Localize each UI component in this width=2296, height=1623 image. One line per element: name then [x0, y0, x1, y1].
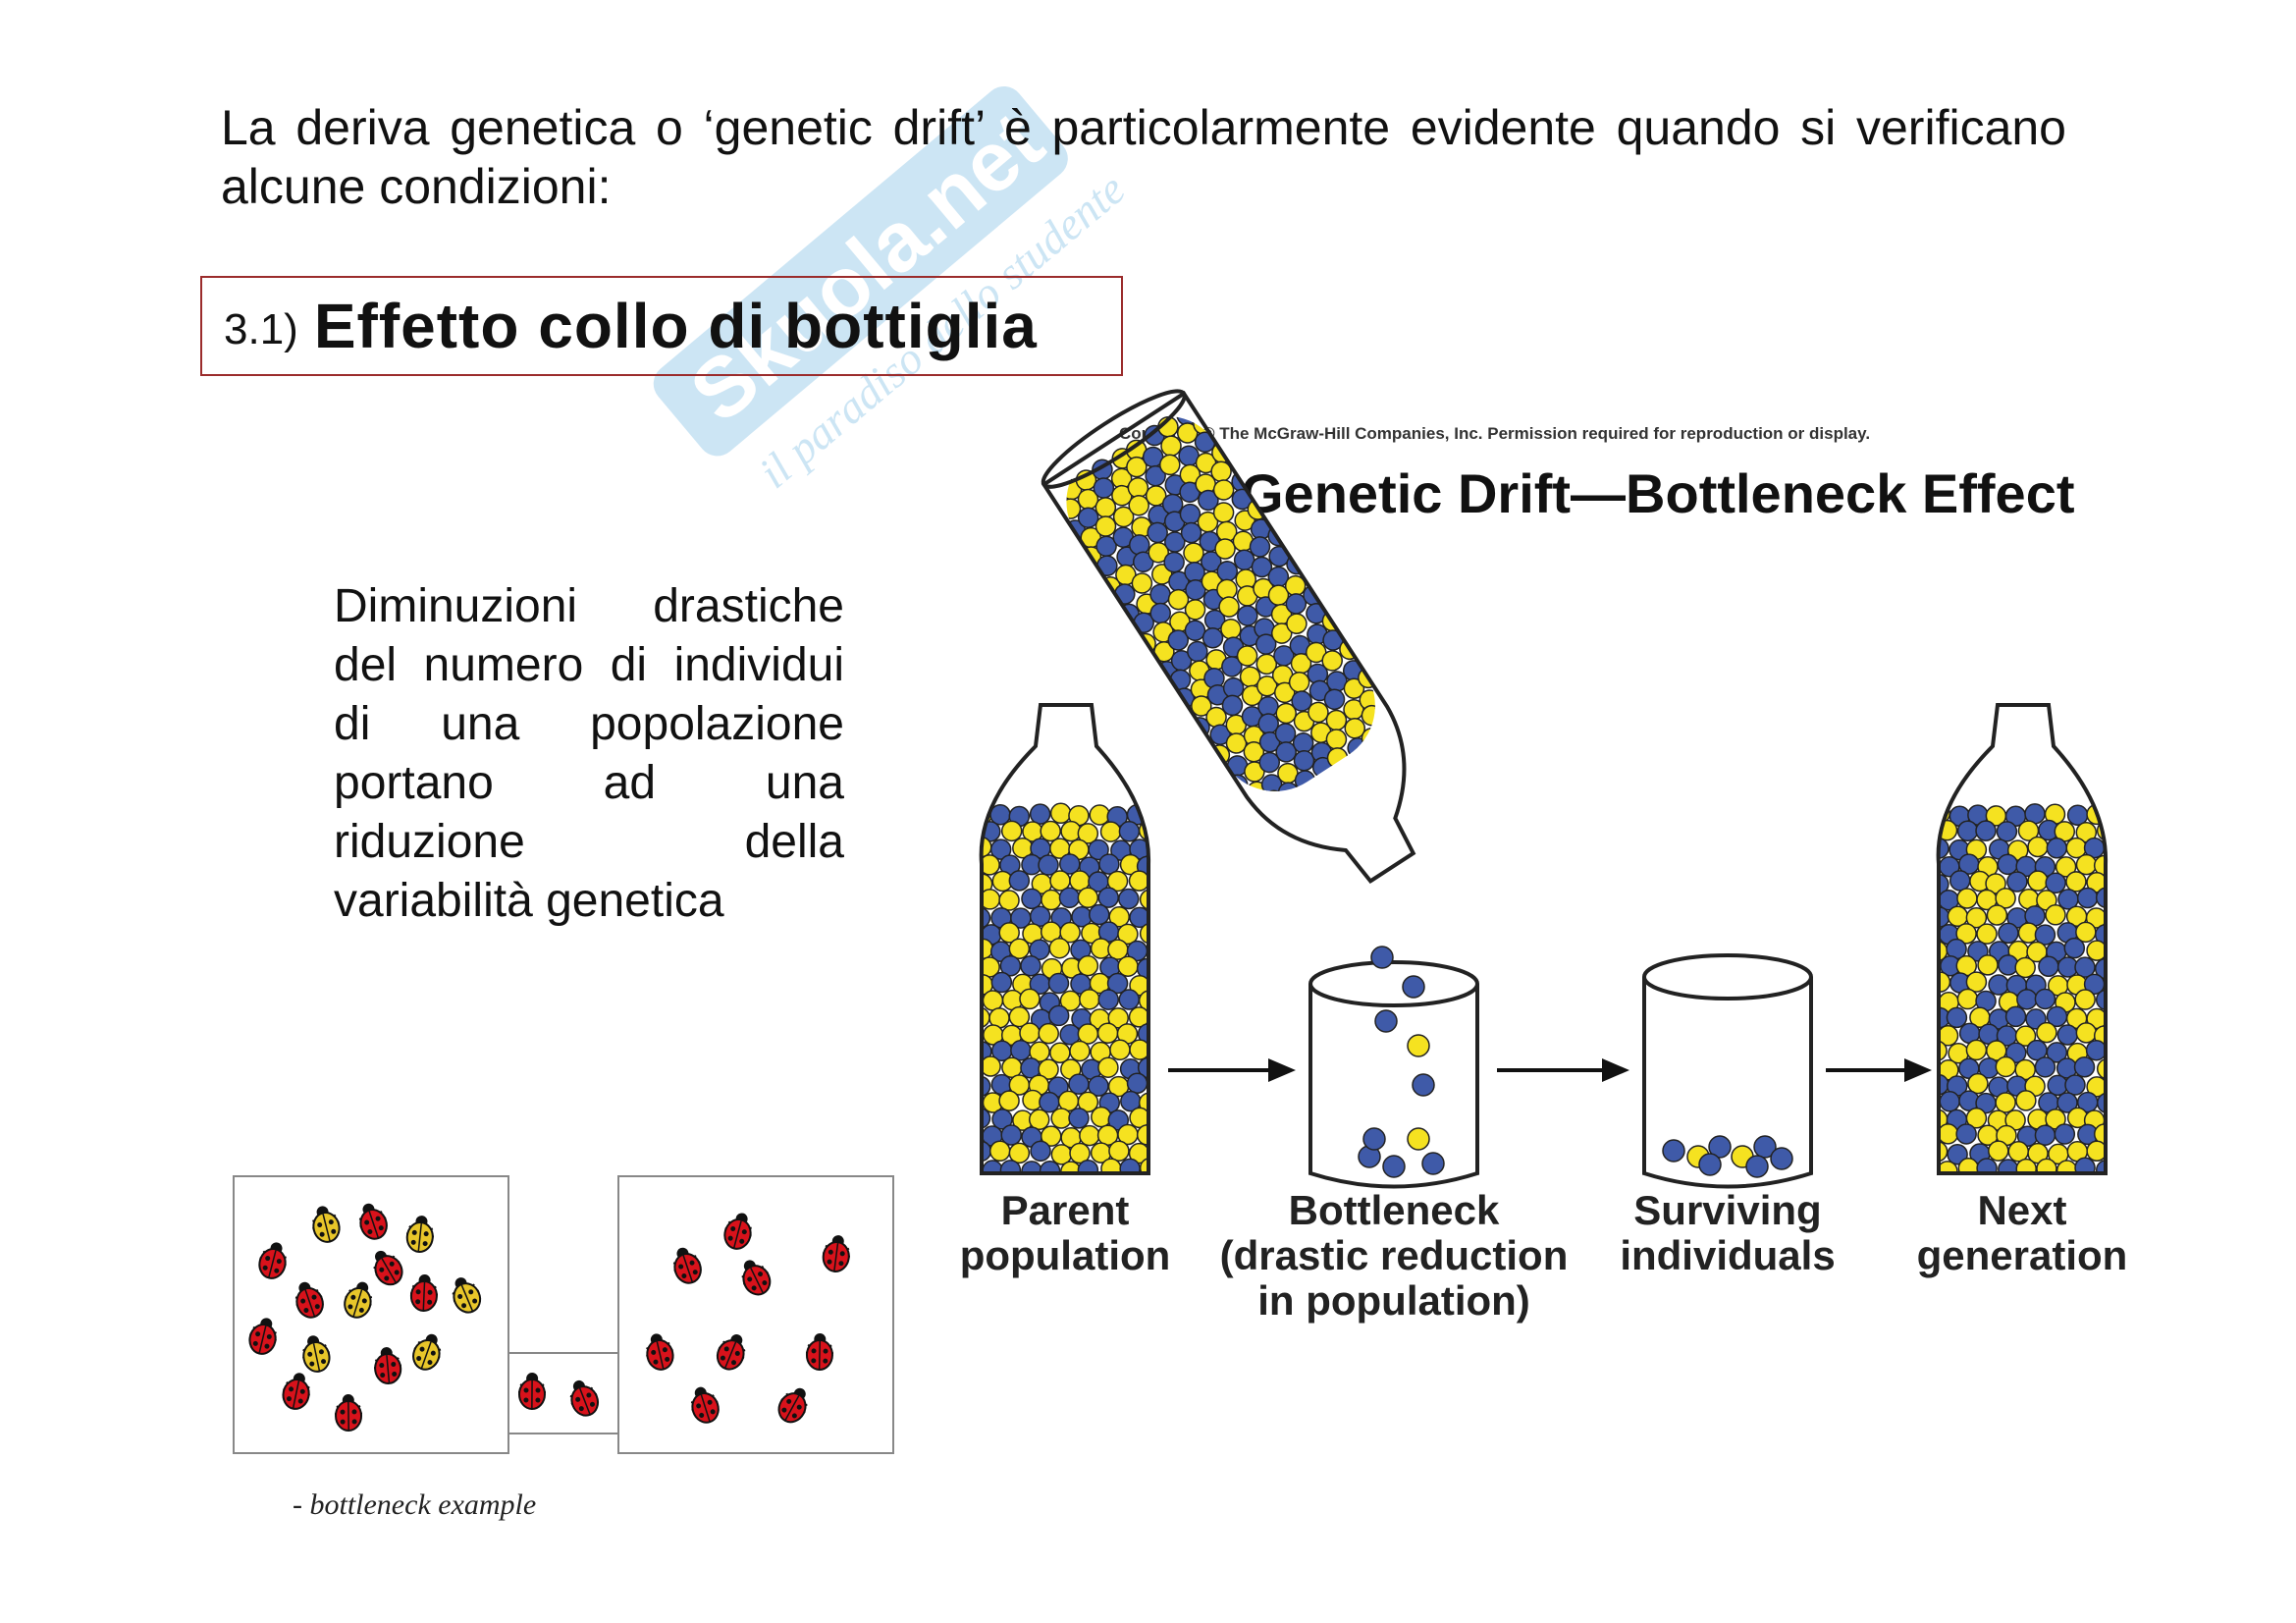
ladybug-panel-after	[618, 1176, 893, 1453]
ladybug-caption: - bottleneck example	[293, 1488, 536, 1522]
